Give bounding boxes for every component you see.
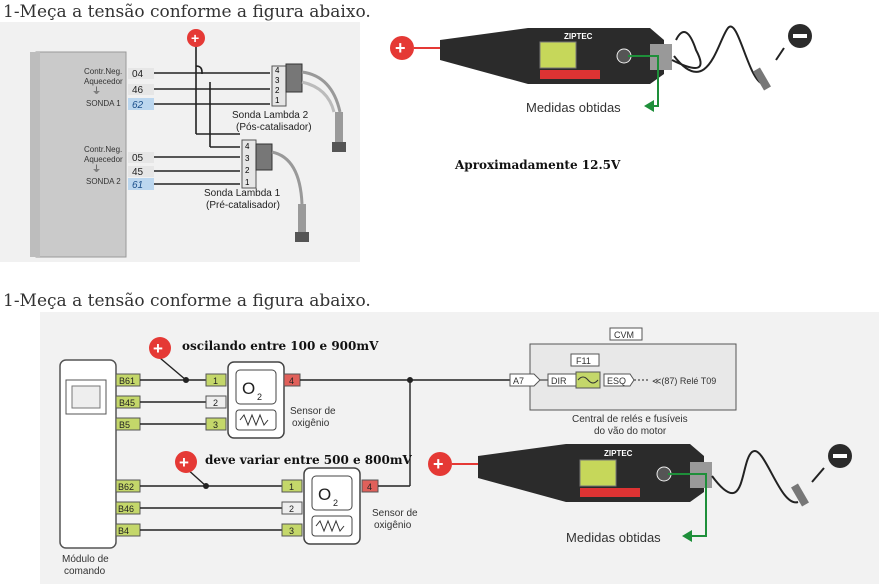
svg-text:O: O bbox=[318, 485, 331, 504]
voltage-note: Aproximadamente 12.5V bbox=[455, 158, 621, 172]
meter-brand-2: ZIPTEC bbox=[604, 449, 633, 458]
section2-heading: 1-Meça a tensão conforme a figura abaixo… bbox=[3, 291, 371, 311]
pin-b-45: 45 bbox=[132, 167, 144, 178]
svg-text:B45: B45 bbox=[119, 398, 135, 408]
ground-icon: ⏚ bbox=[92, 164, 101, 174]
sensor-a-name: Sonda Lambda 2 bbox=[232, 110, 309, 121]
svg-text:B5: B5 bbox=[119, 420, 130, 430]
fuse-label: F11 bbox=[576, 356, 591, 366]
svg-text:B4: B4 bbox=[118, 526, 129, 536]
svg-text:1: 1 bbox=[213, 376, 218, 386]
o2-symbol: O bbox=[242, 379, 255, 398]
svg-text:1: 1 bbox=[275, 96, 280, 105]
oxygen-sensor-diagram: Módulo de comando B61 B45 B5 + 1 2 3 O 2… bbox=[40, 312, 879, 584]
svg-text:2: 2 bbox=[333, 498, 338, 508]
pin-a-46: 46 bbox=[132, 85, 144, 96]
pin-b-05: 05 bbox=[132, 153, 144, 164]
meter-brand: ZIPTEC bbox=[564, 32, 593, 41]
svg-text:3: 3 bbox=[275, 76, 280, 85]
module-label-1: Módulo de bbox=[62, 554, 109, 565]
svg-text:B46: B46 bbox=[118, 504, 134, 514]
central-label-1: Central de relés e fusíveis bbox=[572, 414, 688, 425]
ecu-label-contr-neg-2: Contr.Neg. bbox=[84, 145, 122, 154]
section1-heading: 1-Meça a tensão conforme a figura abaixo… bbox=[3, 2, 371, 22]
svg-text:B62: B62 bbox=[118, 482, 134, 492]
svg-text:2: 2 bbox=[275, 86, 280, 95]
meter-caption: Medidas obtidas bbox=[526, 100, 621, 115]
svg-text:+: + bbox=[153, 339, 163, 358]
pin-b-61: 61 bbox=[132, 180, 143, 191]
svg-text:+: + bbox=[395, 38, 406, 58]
positive-lead-icon bbox=[428, 452, 452, 476]
note-range: deve variar entre 500 e 800mV bbox=[205, 453, 412, 467]
pin-a-04: 04 bbox=[132, 69, 144, 80]
svg-text:B61: B61 bbox=[119, 376, 135, 386]
svg-text:3: 3 bbox=[245, 154, 250, 163]
voltage-meter-1: + ZIPTEC Medidas obtidas bbox=[390, 24, 812, 115]
ecu-label-aquecedor-2: Aquecedor bbox=[84, 155, 123, 164]
cvm-label: CVM bbox=[614, 330, 634, 340]
note-oscillating: oscilando entre 100 e 900mV bbox=[182, 339, 379, 353]
dir-label: DIR bbox=[551, 376, 567, 386]
sensor-label-4: oxigênio bbox=[374, 520, 412, 531]
positive-probe-icon bbox=[175, 451, 197, 473]
sensor-b-name: Sonda Lambda 1 bbox=[204, 188, 281, 199]
svg-text:2: 2 bbox=[257, 392, 262, 402]
svg-text:+: + bbox=[191, 30, 199, 46]
sensor-label-3: Sensor de bbox=[372, 508, 418, 519]
svg-text:4: 4 bbox=[289, 376, 294, 386]
ecu-label-aquecedor-1: Aquecedor bbox=[84, 77, 123, 86]
svg-text:3: 3 bbox=[213, 420, 218, 430]
pin-a-62: 62 bbox=[132, 100, 144, 111]
sensor-label-2: oxigênio bbox=[292, 418, 330, 429]
module-label-2: comando bbox=[64, 566, 106, 577]
positive-probe-icon bbox=[149, 337, 171, 359]
ground-icon: ⏚ bbox=[92, 86, 101, 96]
svg-text:+: + bbox=[179, 453, 189, 472]
sensor-a-sub: (Pós-catalisador) bbox=[236, 122, 312, 133]
svg-text:3: 3 bbox=[289, 526, 294, 536]
svg-text:2: 2 bbox=[213, 398, 218, 408]
svg-text:1: 1 bbox=[245, 178, 250, 187]
positive-lead-icon bbox=[390, 36, 414, 60]
central-label-2: do vão do motor bbox=[594, 426, 667, 437]
relay-label: ≪(87) Relé T09 bbox=[652, 376, 716, 386]
svg-text:4: 4 bbox=[245, 142, 250, 151]
ecu-label-sonda2: SONDA 2 bbox=[86, 177, 121, 186]
sensor-b-sub: (Pré-catalisador) bbox=[206, 200, 280, 211]
sensor-label-1: Sensor de bbox=[290, 406, 336, 417]
positive-probe-icon bbox=[187, 29, 205, 47]
svg-text:2: 2 bbox=[289, 504, 294, 514]
svg-text:4: 4 bbox=[367, 482, 372, 492]
ecu-label-contr-neg-1: Contr.Neg. bbox=[84, 67, 122, 76]
a7-label: A7 bbox=[513, 376, 524, 386]
ecu-label-sonda1: SONDA 1 bbox=[86, 99, 121, 108]
svg-text:4: 4 bbox=[275, 66, 280, 75]
svg-text:1: 1 bbox=[289, 482, 294, 492]
svg-text:+: + bbox=[433, 454, 444, 474]
esq-label: ESQ bbox=[607, 376, 626, 386]
ecu-block bbox=[35, 51, 127, 258]
svg-text:2: 2 bbox=[245, 166, 250, 175]
lambda-wiring-diagram: Contr.Neg. Aquecedor ⏚ SONDA 1 04 46 62 … bbox=[0, 22, 360, 262]
meter-caption-2: Medidas obtidas bbox=[566, 530, 661, 545]
